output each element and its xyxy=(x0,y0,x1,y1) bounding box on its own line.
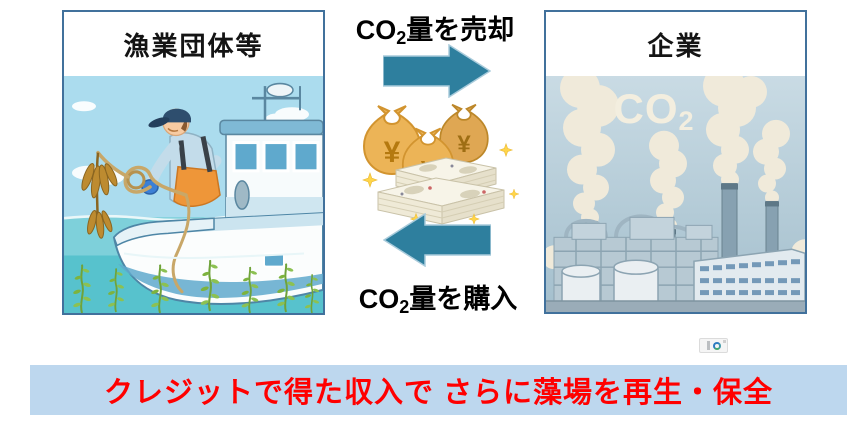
harvested-seaweed xyxy=(81,152,118,239)
svg-text:¥: ¥ xyxy=(384,136,401,169)
fishery-panel: 漁業団体等 xyxy=(62,10,325,315)
placeholder-spinner xyxy=(712,341,721,350)
yen-symbol: ¥ xyxy=(384,136,401,169)
banknote-stacks xyxy=(377,157,505,225)
co2-text: CO xyxy=(613,85,679,132)
image-placeholder-icon xyxy=(699,338,728,353)
buy-co2-label: CO2量を購入 xyxy=(358,284,518,317)
rope xyxy=(96,150,191,294)
credit-income-banner: クレジットで得た収入で さらに藻場を再生・保全 xyxy=(30,365,847,415)
boat-cabin xyxy=(219,82,323,220)
money-illustration: ¥ ¥ ¥ xyxy=(356,92,524,226)
fisherman-boat-scene xyxy=(64,76,323,313)
factory-illustration xyxy=(546,76,805,312)
fishery-panel-title: 漁業団体等 xyxy=(123,30,264,61)
company-panel-title: 企業 xyxy=(647,30,704,61)
placeholder-bar xyxy=(706,341,710,350)
co2-sky-text: CO2 xyxy=(574,85,734,135)
svg-text:¥: ¥ xyxy=(457,131,471,158)
arrow-right-icon xyxy=(382,43,492,99)
office-building xyxy=(693,248,805,304)
factory-scene xyxy=(546,76,805,312)
yen-symbol: ¥ xyxy=(457,131,471,158)
company-panel: 企業 xyxy=(544,10,807,314)
money-bags-and-cash: ¥ ¥ ¥ xyxy=(362,103,520,226)
arrow-left-icon xyxy=(382,212,492,268)
sell-co2-label: CO2量を売却 xyxy=(355,15,515,48)
fisherman-illustration xyxy=(64,76,323,313)
placeholder-corner-dot xyxy=(723,340,726,343)
co2-subscript: 2 xyxy=(678,106,695,136)
